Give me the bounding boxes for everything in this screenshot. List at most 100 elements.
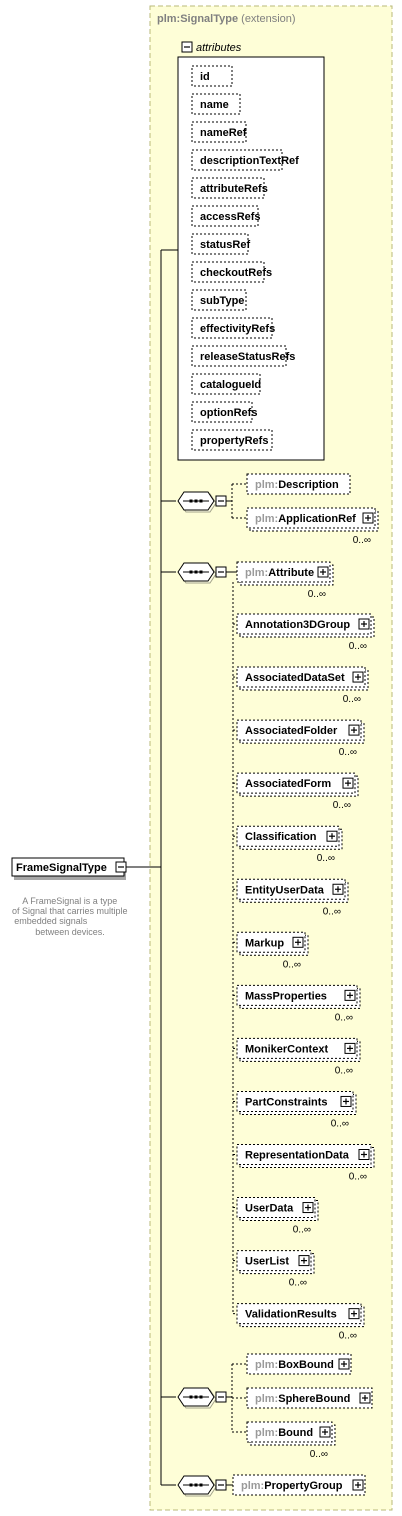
root-element-frame-signal-type[interactable]: FrameSignalType	[11, 857, 126, 880]
namespace-prefix: plm:	[255, 1427, 278, 1439]
expand-icon[interactable]	[344, 1042, 356, 1054]
element-label: plm:SphereBound	[255, 1393, 350, 1405]
collapse-icon[interactable]	[215, 1479, 227, 1491]
expand-icon[interactable]	[344, 989, 356, 1001]
attribute-description-text-ref[interactable]: descriptionTextRef	[191, 149, 299, 171]
attribute-effectivity-refs[interactable]: effectivityRefs	[191, 317, 275, 339]
connector-lines	[126, 249, 247, 1486]
extension-title: plm:SignalType (extension)	[157, 13, 296, 25]
expand-icon[interactable]	[326, 830, 338, 842]
attribute-status-ref[interactable]: statusRef	[191, 233, 250, 255]
element-application-ref[interactable]: plm:ApplicationRef 0..∞	[246, 507, 379, 546]
collapse-icon[interactable]	[215, 495, 227, 507]
attribute-label: name	[200, 99, 229, 111]
element-name: MonikerContext	[245, 1043, 328, 1055]
attribute-attribute-refs[interactable]: attributeRefs	[191, 177, 268, 199]
expand-icon[interactable]	[358, 618, 370, 630]
element-label: UserList	[245, 1256, 289, 1268]
expand-icon[interactable]	[358, 1149, 370, 1160]
sequence-compositor-3[interactable]	[177, 1387, 227, 1409]
element-box-bound[interactable]: plm:BoxBound	[246, 1353, 352, 1375]
expand-icon[interactable]	[340, 1095, 352, 1107]
sequence-compositor-2[interactable]	[177, 562, 227, 584]
occurrence-label: 0..∞	[353, 535, 371, 546]
attribute-list: id name nameRef descriptionTextRef attribute…	[191, 65, 299, 451]
attribute-name[interactable]: name	[191, 93, 241, 115]
attribute-release-status-refs[interactable]: releaseStatusRefs	[191, 345, 295, 367]
expand-icon[interactable]	[319, 1426, 331, 1438]
attribute-sub-type[interactable]: subType	[191, 289, 247, 311]
expand-icon[interactable]	[359, 1392, 371, 1404]
occurrence-label: 0..∞	[323, 906, 341, 917]
element-name: PropertyGroup	[264, 1480, 343, 1492]
attribute-name-ref[interactable]: nameRef	[191, 121, 247, 143]
attribute-label: catalogueId	[200, 379, 261, 391]
element-description[interactable]: plm:Description	[246, 473, 351, 495]
element-name: MassProperties	[245, 990, 327, 1002]
element-name: AssociatedFolder	[245, 725, 338, 737]
attribute-catalogue-id[interactable]: catalogueId	[191, 373, 261, 395]
expand-icon[interactable]	[338, 1358, 350, 1370]
element-sphere-bound[interactable]: plm:SphereBound	[246, 1387, 373, 1409]
attribute-label: releaseStatusRefs	[200, 351, 295, 363]
expand-icon[interactable]	[317, 566, 329, 578]
attributes-box	[177, 56, 325, 461]
element-label: plm:ApplicationRef	[255, 513, 356, 525]
root-collapse-icon[interactable]	[115, 861, 127, 873]
sequence-compositor-4[interactable]	[177, 1475, 227, 1497]
attribute-access-refs[interactable]: accessRefs	[191, 205, 261, 227]
element-label: UserData	[245, 1203, 294, 1215]
collapse-icon[interactable]	[215, 1391, 227, 1403]
expand-icon[interactable]	[352, 671, 364, 683]
attributes-collapse-icon[interactable]	[181, 41, 193, 53]
element-label: RepresentationData	[245, 1150, 350, 1162]
element-entity-user-data[interactable]: EntityUserData 0..∞	[236, 878, 349, 917]
element-label: Markup	[245, 937, 284, 949]
collapse-icon[interactable]	[215, 566, 227, 578]
element-user-data[interactable]: UserData 0..∞	[236, 1197, 319, 1236]
root-element-label: FrameSignalType	[16, 862, 107, 874]
attribute-label: subType	[200, 295, 244, 307]
expand-icon[interactable]	[348, 724, 360, 736]
element-name: RepresentationData	[245, 1150, 350, 1162]
occurrence-label: 0..∞	[293, 1225, 311, 1236]
expand-icon[interactable]	[332, 883, 344, 895]
element-property-group[interactable]: plm:PropertyGroup	[232, 1474, 366, 1496]
expand-icon[interactable]	[302, 1202, 314, 1214]
element-name: EntityUserData	[245, 884, 325, 896]
occurrence-label: 0..∞	[310, 1449, 328, 1460]
element-label: plm:BoxBound	[255, 1359, 334, 1371]
expand-icon[interactable]	[348, 1308, 360, 1320]
expand-icon[interactable]	[298, 1255, 310, 1267]
namespace-prefix: plm:	[255, 1359, 278, 1371]
attribute-id[interactable]: id	[191, 65, 233, 87]
expand-icon[interactable]	[362, 512, 374, 524]
attribute-label: accessRefs	[200, 211, 261, 223]
expand-icon[interactable]	[342, 777, 354, 789]
expand-icon[interactable]	[352, 1479, 364, 1491]
occurrence-label: 0..∞	[349, 641, 367, 652]
expand-icon[interactable]	[292, 936, 304, 948]
attribute-label: id	[200, 71, 210, 83]
element-label: MonikerContext	[245, 1043, 328, 1055]
attribute-checkout-refs[interactable]: checkoutRefs	[191, 261, 272, 283]
sequence-compositor-1[interactable]	[177, 491, 227, 513]
element-label: Classification	[245, 831, 317, 843]
attribute-property-refs[interactable]: propertyRefs	[191, 429, 273, 451]
attribute-option-refs[interactable]: optionRefs	[191, 401, 257, 423]
attributes-title: attributes	[196, 42, 242, 54]
